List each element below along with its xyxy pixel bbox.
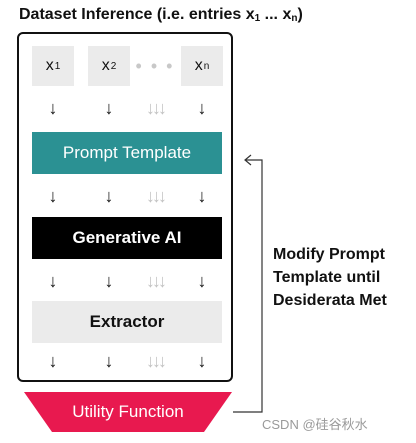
utility-funnel-shape: [24, 392, 232, 432]
down-arrow-icon: ↓: [104, 98, 114, 118]
down-arrow-icon: ↓: [197, 98, 207, 118]
down-arrow-icon: ↓: [197, 351, 207, 371]
down-arrow-icon: ↓: [48, 186, 58, 206]
input-ellipsis: • • •: [135, 55, 175, 76]
down-arrow-icon: ↓: [104, 271, 114, 291]
diagram-title: Dataset Inference (i.e. entries x1 ... x…: [19, 6, 303, 24]
down-arrow-icon: ↓: [48, 351, 58, 371]
prompt-template-box: Prompt Template: [32, 132, 222, 174]
down-arrow-icon: ↓: [197, 271, 207, 291]
down-arrow-icon: ↓: [48, 98, 58, 118]
utility-function-box: Utility Function: [72, 402, 184, 421]
loop-label: Modify Prompt Template until Desiderata …: [273, 246, 387, 309]
faint-arrows-icon: ↓↓↓: [146, 98, 167, 118]
feedback-arrowhead-icon: [244, 154, 252, 166]
down-arrow-icon: ↓: [104, 351, 114, 371]
feedback-line: [233, 159, 263, 413]
extractor-box: Extractor: [32, 301, 222, 343]
generative-ai-box: Generative AI: [32, 217, 222, 259]
dataset-frame: [17, 32, 233, 382]
faint-arrows-icon: ↓↓↓: [146, 271, 167, 291]
down-arrow-icon: ↓: [48, 271, 58, 291]
down-arrow-icon: ↓: [104, 186, 114, 206]
faint-arrows-icon: ↓↓↓: [146, 186, 167, 206]
watermark: CSDN @硅谷秋水: [262, 417, 368, 432]
faint-arrows-icon: ↓↓↓: [146, 351, 167, 371]
down-arrow-icon: ↓: [197, 186, 207, 206]
